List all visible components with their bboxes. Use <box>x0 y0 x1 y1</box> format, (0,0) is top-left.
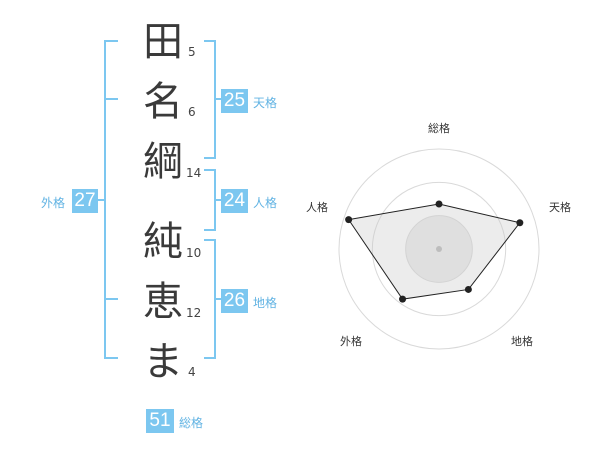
radar-point-1 <box>435 200 443 208</box>
radar-value-polygon <box>347 203 521 300</box>
radar-axis-label-chikaku: 地格 <box>511 335 533 348</box>
stroke-count-3: 14 <box>186 166 202 180</box>
stroke-count-4: 10 <box>186 246 202 260</box>
radar-center-dot <box>436 246 442 252</box>
radar-point-3 <box>464 285 472 293</box>
soukaku-label: 総格 <box>179 416 204 430</box>
name-char-1: 田 <box>143 19 183 65</box>
jinkaku-label: 人格 <box>253 196 278 210</box>
stroke-count-1: 5 <box>188 45 196 59</box>
radar-point-4 <box>399 295 407 303</box>
radar-axis-label-jinkaku: 人格 <box>306 201 328 214</box>
gaikaku-value: 27 <box>72 189 98 213</box>
tenkaku-value: 25 <box>221 89 248 113</box>
radar-axis-label-gaikaku: 外格 <box>340 335 362 348</box>
jinkaku-value: 24 <box>221 189 248 213</box>
stroke-count-6: 4 <box>188 365 196 379</box>
soukaku-value: 51 <box>146 409 174 433</box>
radar-ring-3 <box>338 148 540 350</box>
name-char-6: ま <box>143 339 183 385</box>
name-char-4: 純 <box>143 219 183 265</box>
chikaku-label: 地格 <box>253 296 278 310</box>
name-char-3: 綱 <box>143 139 183 185</box>
name-char-2: 名 <box>143 79 183 125</box>
radar-point-5 <box>345 216 353 224</box>
radar-ring-2 <box>371 181 507 317</box>
radar-axis-label-soukaku: 総格 <box>428 122 450 135</box>
name-char-5: 恵 <box>143 279 183 325</box>
gaikaku-label: 外格 <box>41 196 66 210</box>
stroke-count-2: 6 <box>188 105 196 119</box>
tenkaku-label: 天格 <box>253 96 278 110</box>
radar-point-2 <box>516 219 524 227</box>
radar-axis-label-tenkaku: 天格 <box>549 201 571 214</box>
stroke-count-5: 12 <box>186 306 202 320</box>
chikaku-value: 26 <box>221 289 248 313</box>
